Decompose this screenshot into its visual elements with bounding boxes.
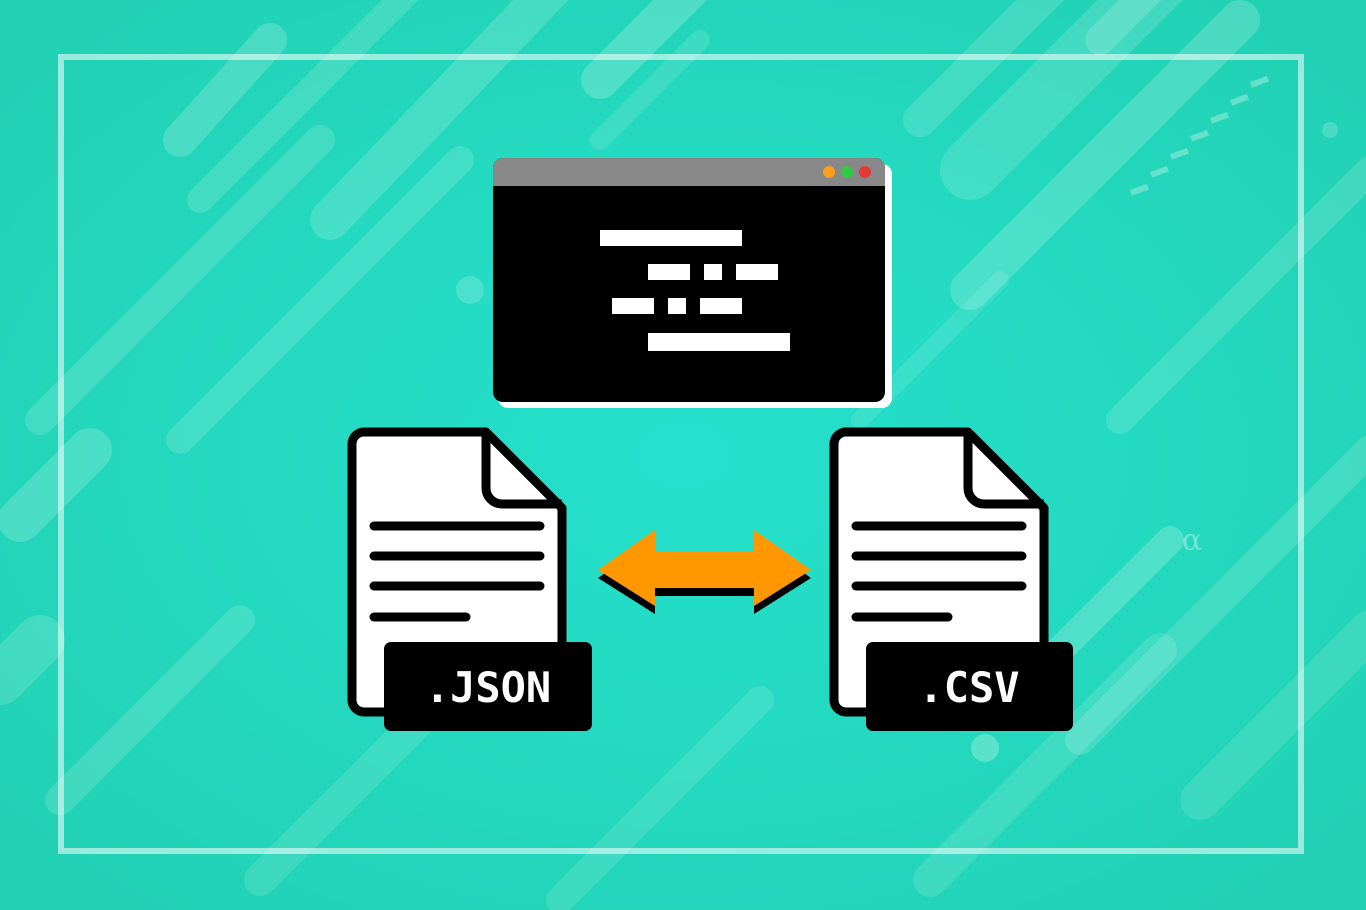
csv-extension-label: .CSV (918, 663, 1019, 712)
json-file-icon: .JSON (347, 427, 592, 731)
double-arrow-icon (598, 530, 811, 614)
csv-file-icon: .CSV (829, 427, 1073, 731)
white-frame (58, 54, 1304, 854)
window-dot-green (841, 166, 853, 178)
csv-extension-badge (866, 642, 1073, 731)
json-extension-badge (384, 642, 592, 731)
json-extension-label: .JSON (425, 663, 551, 712)
terminal-window-icon (493, 158, 892, 408)
window-dot-orange (823, 166, 835, 178)
code-lines (600, 230, 790, 351)
window-dot-red (859, 166, 871, 178)
alpha-glyph: α (1182, 523, 1202, 558)
